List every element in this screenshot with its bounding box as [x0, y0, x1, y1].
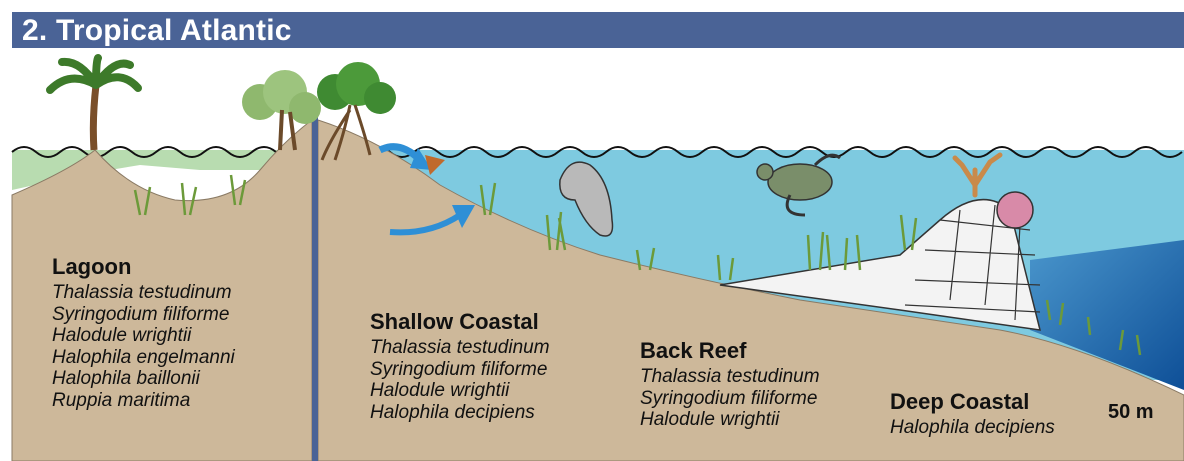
zone-lagoon: Lagoon Thalassia testudinum Syringodium …	[52, 254, 235, 411]
zone-title: Back Reef	[640, 338, 820, 364]
page-title: 2. Tropical Atlantic	[22, 14, 292, 48]
species-item: Syringodium filiforme	[640, 388, 820, 410]
species-item: Halophila decipiens	[370, 402, 550, 424]
species-item: Halophila baillonii	[52, 368, 235, 390]
species-item: Thalassia testudinum	[370, 337, 550, 359]
species-item: Thalassia testudinum	[640, 366, 820, 388]
brain-coral-icon	[997, 192, 1033, 228]
zone-shallow-coastal: Shallow Coastal Thalassia testudinum Syr…	[370, 309, 550, 423]
species-item: Halophila decipiens	[890, 417, 1055, 439]
depth-label: 50 m	[1108, 401, 1154, 424]
species-item: Syringodium filiforme	[370, 359, 550, 381]
zone-divider	[312, 110, 318, 461]
species-item: Halodule wrightii	[370, 380, 550, 402]
species-item: Halodule wrightii	[640, 409, 820, 431]
zone-title: Shallow Coastal	[370, 309, 550, 335]
palm-tree-icon	[50, 58, 138, 150]
zone-title: Deep Coastal	[890, 389, 1055, 415]
zone-title: Lagoon	[52, 254, 235, 280]
zone-back-reef: Back Reef Thalassia testudinum Syringodi…	[640, 338, 820, 431]
species-item: Halophila engelmanni	[52, 347, 235, 369]
species-item: Thalassia testudinum	[52, 282, 235, 304]
species-item: Syringodium filiforme	[52, 304, 235, 326]
species-item: Halodule wrightii	[52, 325, 235, 347]
species-item: Ruppia maritima	[52, 390, 235, 412]
zone-deep-coastal: Deep Coastal Halophila decipiens	[890, 389, 1055, 439]
